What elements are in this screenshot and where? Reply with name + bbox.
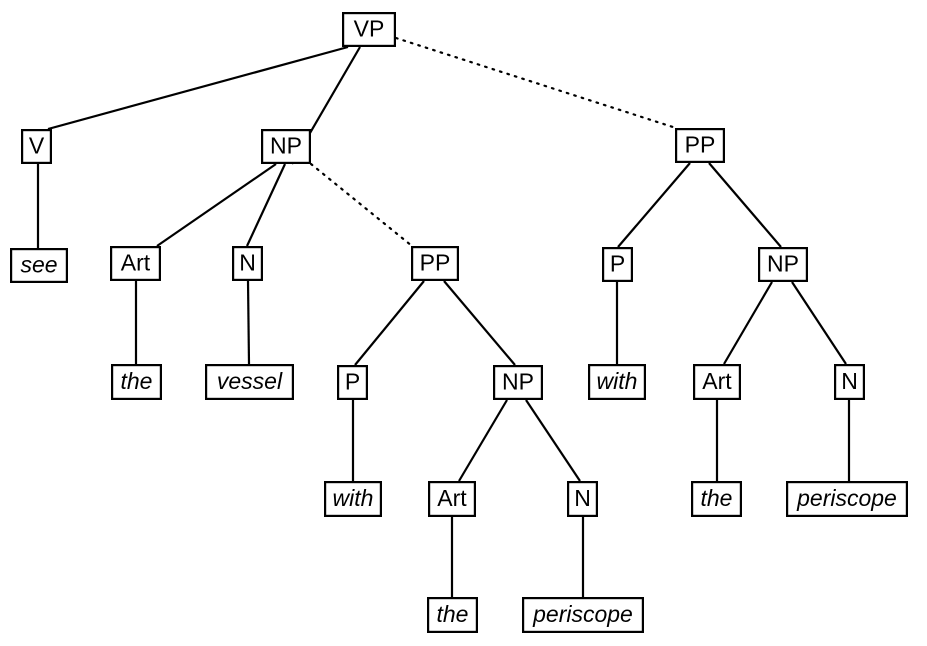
tree-node-np1[interactable]: NP: [261, 129, 312, 165]
node-label-np3: NP: [767, 251, 799, 277]
node-box-p1: [337, 365, 369, 401]
tree-edge-pp2-to-np3: [708, 162, 782, 248]
tree-node-np2[interactable]: NP: [493, 365, 544, 401]
node-label-art2: Art: [437, 485, 467, 511]
node-label-np1: NP: [270, 133, 302, 159]
node-box-art3: [692, 364, 741, 401]
node-box-np1: [261, 129, 312, 165]
tree-edge-pp2-to-p2: [617, 162, 691, 248]
tree-edge-n1-to-vessel: [246, 280, 251, 365]
tree-node-periscope2[interactable]: periscope: [785, 481, 908, 518]
node-box-see: [10, 248, 68, 284]
tree-edge-vp-to-v: [47, 45, 349, 131]
tree-node-periscope1[interactable]: periscope: [521, 596, 644, 633]
tree-edge-np1-to-art1: [156, 163, 277, 247]
node-box-art2: [428, 481, 477, 518]
node-box-p2: [601, 247, 633, 283]
node-label-see: see: [20, 252, 57, 278]
tree-edge-np2-to-n2: [525, 399, 581, 482]
node-box-n3: [833, 364, 865, 401]
tree-node-art1[interactable]: Art: [109, 246, 161, 282]
tree-node-the1[interactable]: the: [110, 364, 162, 401]
node-box-periscope1: [521, 596, 644, 633]
node-box-v: [21, 129, 52, 165]
node-label-with2: with: [597, 368, 638, 394]
tree-node-n2[interactable]: N: [566, 481, 598, 518]
tree-node-vessel[interactable]: vessel: [205, 364, 295, 401]
node-label-art1: Art: [121, 250, 151, 276]
node-label-p2: P: [610, 251, 625, 277]
tree-edge-pp1-to-p1: [354, 280, 425, 366]
node-box-the2: [427, 596, 479, 633]
node-box-with2: [587, 364, 646, 401]
tree-edge-np3-to-art3: [723, 281, 773, 365]
node-label-the3: the: [701, 485, 733, 511]
tree-node-pp2[interactable]: PP: [674, 128, 725, 164]
node-box-np3: [757, 247, 808, 283]
tree-edge-np3-to-n3: [791, 281, 847, 365]
node-label-n2: N: [574, 485, 591, 511]
node-box-the3: [690, 481, 742, 518]
node-box-the1: [110, 364, 162, 401]
tree-node-art2[interactable]: Art: [428, 481, 477, 518]
node-label-the1: the: [121, 368, 153, 394]
node-box-pp1: [411, 246, 460, 282]
tree-edge-np1-to-pp1: [309, 162, 414, 248]
node-label-pp1: PP: [420, 250, 451, 276]
node-box-art1: [109, 246, 161, 282]
tree-node-n3[interactable]: N: [833, 364, 865, 401]
node-box-pp2: [674, 128, 725, 164]
tree-node-the3[interactable]: the: [690, 481, 742, 518]
node-label-pp2: PP: [685, 132, 716, 158]
tree-edge-pp1-to-np2: [443, 280, 516, 366]
node-label-art3: Art: [702, 368, 732, 394]
node-box-n1: [232, 246, 264, 282]
node-label-with1: with: [333, 485, 374, 511]
tree-node-with1[interactable]: with: [324, 481, 383, 518]
tree-node-with2[interactable]: with: [587, 364, 646, 401]
edge-layer: [36, 36, 851, 597]
tree-node-p2[interactable]: P: [601, 247, 633, 283]
tree-node-v[interactable]: V: [21, 129, 52, 165]
node-label-v: V: [29, 133, 45, 159]
tree-node-the2[interactable]: the: [427, 596, 479, 633]
tree-node-see[interactable]: see: [10, 248, 68, 284]
node-box-vp: [342, 12, 397, 47]
node-layer: VPVseeNPArttheNvesselPPPwithNPArttheNper…: [10, 12, 908, 633]
node-label-the2: the: [437, 601, 469, 627]
node-label-periscope1: periscope: [532, 601, 633, 627]
tree-node-pp1[interactable]: PP: [411, 246, 460, 282]
tree-node-n1[interactable]: N: [232, 246, 264, 282]
tree-node-np3[interactable]: NP: [757, 247, 808, 283]
node-label-vessel: vessel: [217, 368, 283, 394]
tree-edge-vp-to-pp2: [394, 36, 678, 130]
node-label-p1: P: [345, 369, 360, 395]
node-label-np2: NP: [502, 369, 534, 395]
node-box-n2: [566, 481, 598, 518]
node-box-with1: [324, 481, 383, 518]
node-box-np2: [493, 365, 544, 401]
node-label-n3: N: [841, 368, 858, 394]
tree-node-vp[interactable]: VP: [342, 12, 397, 47]
node-label-vp: VP: [354, 16, 385, 42]
node-box-vessel: [205, 364, 295, 401]
tree-node-p1[interactable]: P: [337, 365, 369, 401]
node-label-periscope2: periscope: [796, 485, 897, 511]
tree-edge-np2-to-art2: [458, 399, 508, 482]
node-box-periscope2: [785, 481, 908, 518]
node-label-n1: N: [239, 250, 256, 276]
tree-node-art3[interactable]: Art: [692, 364, 741, 401]
tree-edge-np1-to-n1: [246, 163, 286, 247]
